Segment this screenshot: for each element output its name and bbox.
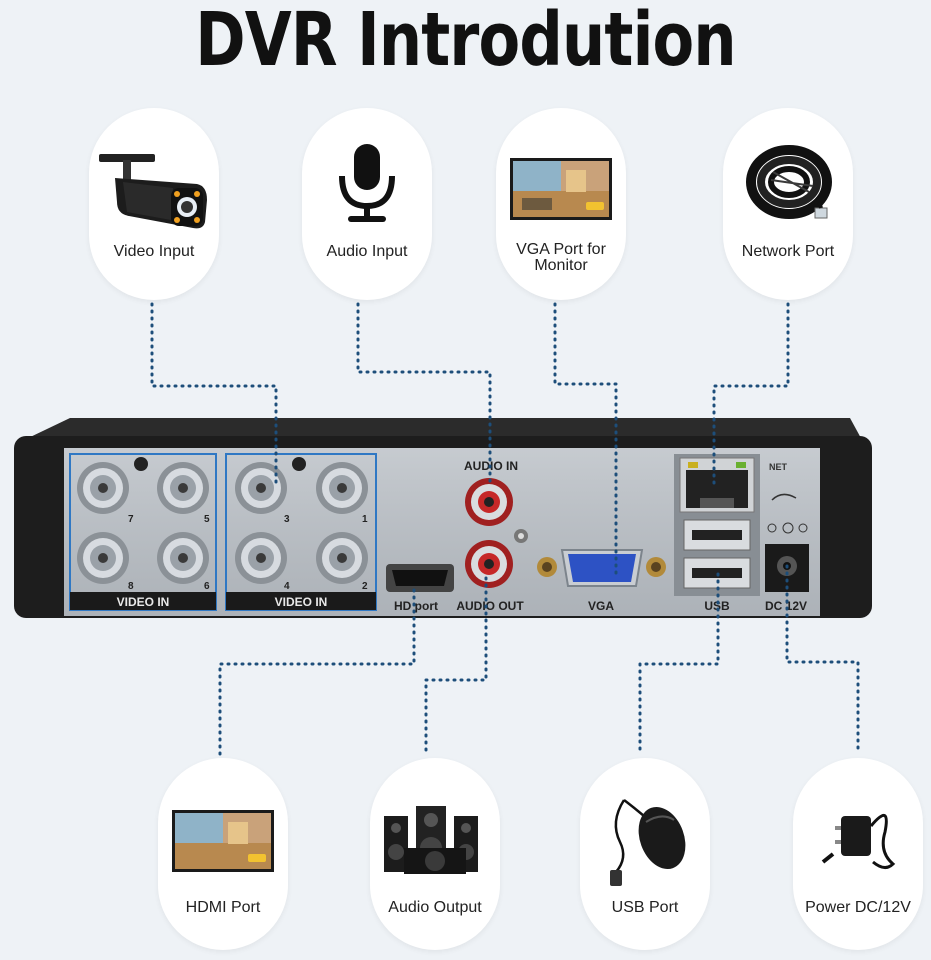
vga-port [568,554,636,582]
monitor-icon [496,142,626,242]
speakers-icon [370,792,500,892]
page-title: DVR Introdution [195,0,736,83]
bnc-connector [77,532,129,584]
card-label: USB Port [611,899,679,916]
camera-icon [89,142,219,242]
rca-audio-in [465,478,513,526]
bnc-connector [316,532,368,584]
channel-number: 1 [362,514,368,525]
channel-number: 6 [204,581,210,592]
rca-audio-out [465,540,513,588]
card-label: Power DC/12V [805,899,911,916]
card-usb-port: USB Port [580,758,710,950]
card-label: Audio Input [326,243,408,260]
line-vga [553,302,618,576]
bnc-connector [235,462,287,514]
line-network [712,302,790,490]
video-in-label: VIDEO IN [117,595,170,609]
vga-label: VGA [588,599,614,613]
card-label: Video Input [113,243,195,260]
card-audio-input: Audio Input [302,108,432,300]
card-audio-output: Audio Output [370,758,500,950]
bnc-connector [157,462,209,514]
channel-number: 5 [204,514,210,525]
bnc-connector [77,462,129,514]
dc-label: DC 12V [765,599,807,613]
channel-number: 4 [284,581,290,592]
hd-port-label: HD port [394,599,438,613]
bnc-connector [235,532,287,584]
mouse-icon [580,792,710,892]
audio-out-label: AUDIO OUT [456,599,524,613]
line-power [785,564,860,756]
line-audio-output [424,576,488,756]
card-power: Power DC/12V [793,758,923,950]
line-audio-input [356,302,492,488]
card-label: Audio Output [388,899,482,916]
net-label: NET [769,462,788,472]
card-network-port: Network Port [723,108,853,300]
channel-number: 3 [284,514,290,525]
microphone-icon [302,142,432,242]
card-hdmi-port: HDMI Port [158,758,288,950]
power-adapter-icon [793,792,923,892]
channel-number: 2 [362,581,368,592]
bnc-connector [157,532,209,584]
card-label: HDMI Port [185,899,261,916]
card-label: Network Port [741,243,835,260]
network-cable-icon [723,142,853,242]
video-in-label: VIDEO IN [275,595,328,609]
line-usb [638,572,720,756]
channel-number: 8 [128,581,134,592]
channel-number: 7 [128,514,134,525]
bnc-connector [316,462,368,514]
line-hdmi [218,588,416,756]
line-video-input [150,302,278,488]
monitor-icon [158,792,288,892]
usb-label: USB [704,599,730,613]
card-video-input: Video Input [89,108,219,300]
